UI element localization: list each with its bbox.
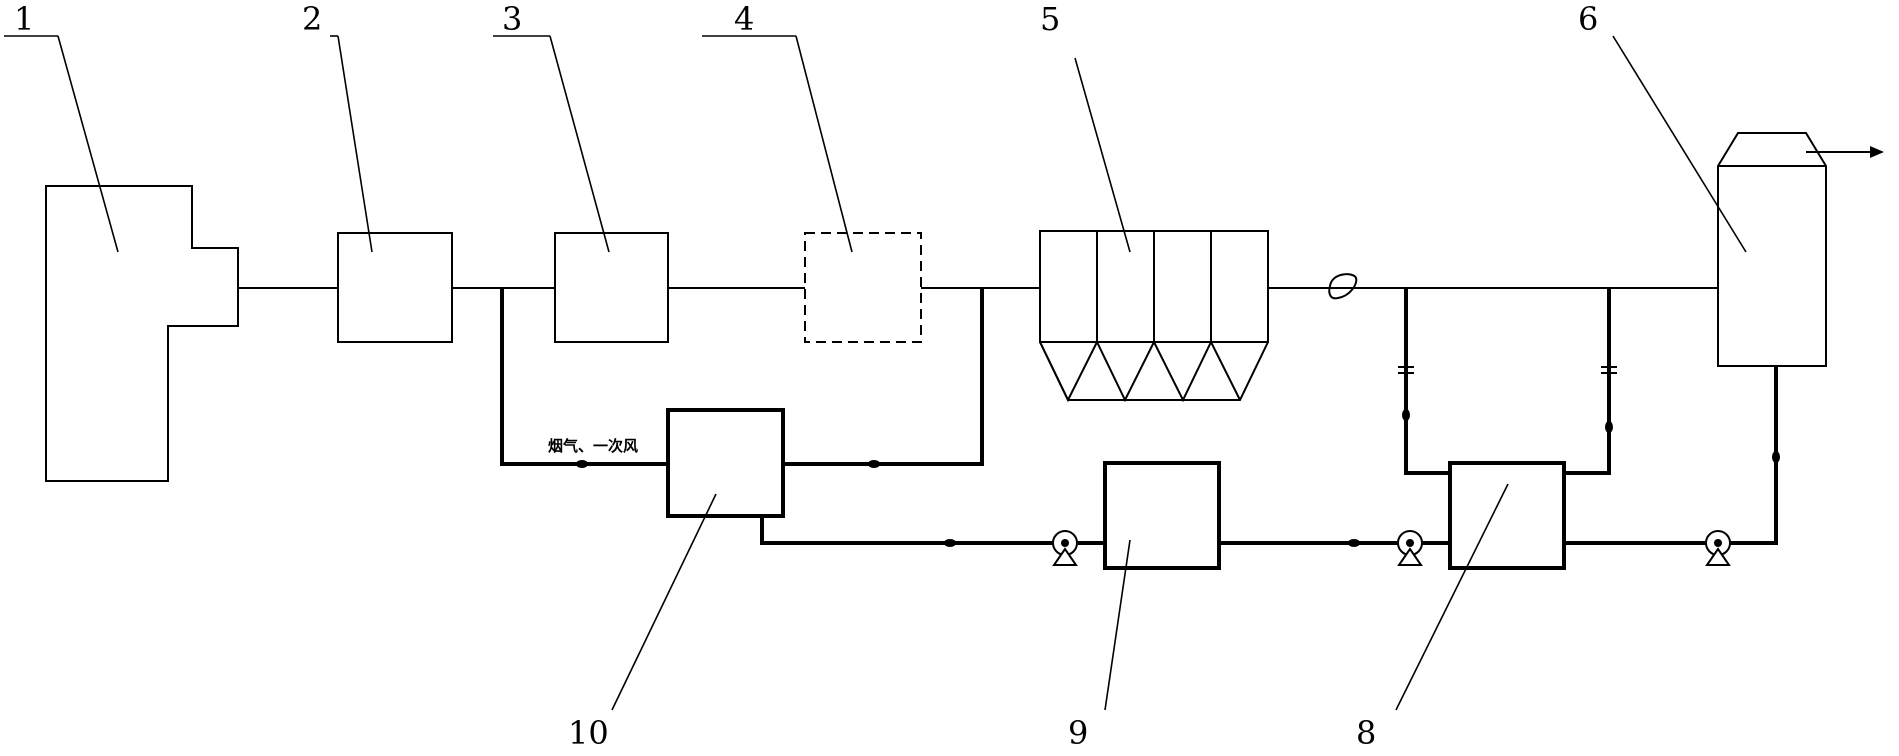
label-9: 9	[1068, 714, 1088, 752]
label-3: 3	[502, 0, 522, 38]
arrow-icon	[1870, 146, 1884, 158]
pump-icon	[1397, 530, 1423, 566]
label-1: 1	[14, 0, 34, 38]
branch-main-to-8-left	[1404, 288, 1450, 475]
boiler-1-outline	[45, 185, 239, 482]
flow-arrow-icon	[1348, 539, 1360, 547]
label-6: 6	[1578, 0, 1598, 38]
pump-icon	[1705, 530, 1731, 566]
flow-arrow-icon	[944, 539, 956, 547]
branch-main-to-8-right	[1564, 288, 1611, 475]
leader-lines	[4, 35, 1747, 711]
label-2: 2	[302, 0, 322, 38]
equipment-4-box-dashed	[804, 232, 922, 343]
return-10-to-main	[783, 288, 984, 466]
valve-icon	[1398, 366, 1414, 374]
equipment-2-box	[337, 232, 453, 343]
flow-arrow-icon	[576, 460, 588, 468]
flow-arrow-icon	[868, 460, 880, 468]
flow-arrow-icon	[1605, 421, 1613, 433]
flow-arrow-icon	[1402, 409, 1410, 421]
flow-arrow-icon	[1772, 451, 1780, 463]
equipment-9-box	[1103, 461, 1221, 570]
label-4: 4	[734, 0, 754, 38]
liquid-10-to-9	[760, 516, 1105, 545]
equipment-10-box	[666, 408, 785, 518]
equipment-8-box	[1448, 461, 1566, 570]
valve-icon	[1601, 366, 1617, 374]
equipment-6-tower	[1717, 132, 1827, 367]
label-5: 5	[1040, 0, 1060, 38]
branch-2-3-to-10	[500, 288, 668, 466]
equipment-5-filter	[1039, 230, 1269, 403]
pump-icon	[1052, 530, 1078, 566]
label-10: 10	[568, 714, 609, 752]
fan-icon	[1328, 273, 1358, 300]
liquid-8-to-6	[1564, 366, 1778, 545]
label-8: 8	[1356, 714, 1376, 752]
equipment-3-box	[554, 232, 669, 343]
flow-note-label: 烟气、一次风	[548, 437, 638, 455]
